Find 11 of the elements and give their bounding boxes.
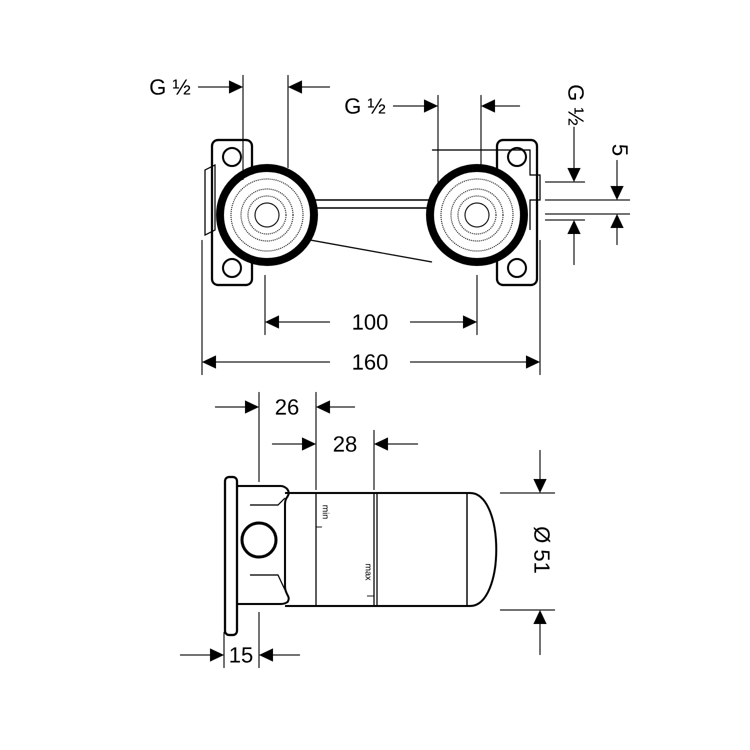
dimension-label: G ½ [148,78,192,96]
dimension-label: max [364,562,372,582]
dimension-label: 28 [332,435,358,453]
dimension-label: G ½ [567,83,585,127]
dimension-label: G ½ [343,97,387,115]
dimension-label: 100 [350,313,390,331]
dimension-label: 26 [274,398,300,416]
dimension-label: 160 [350,353,390,371]
dimension-label: min [322,504,330,520]
dimension-label: 15 [228,646,254,664]
dimension-label: Ø 51 [532,525,552,575]
